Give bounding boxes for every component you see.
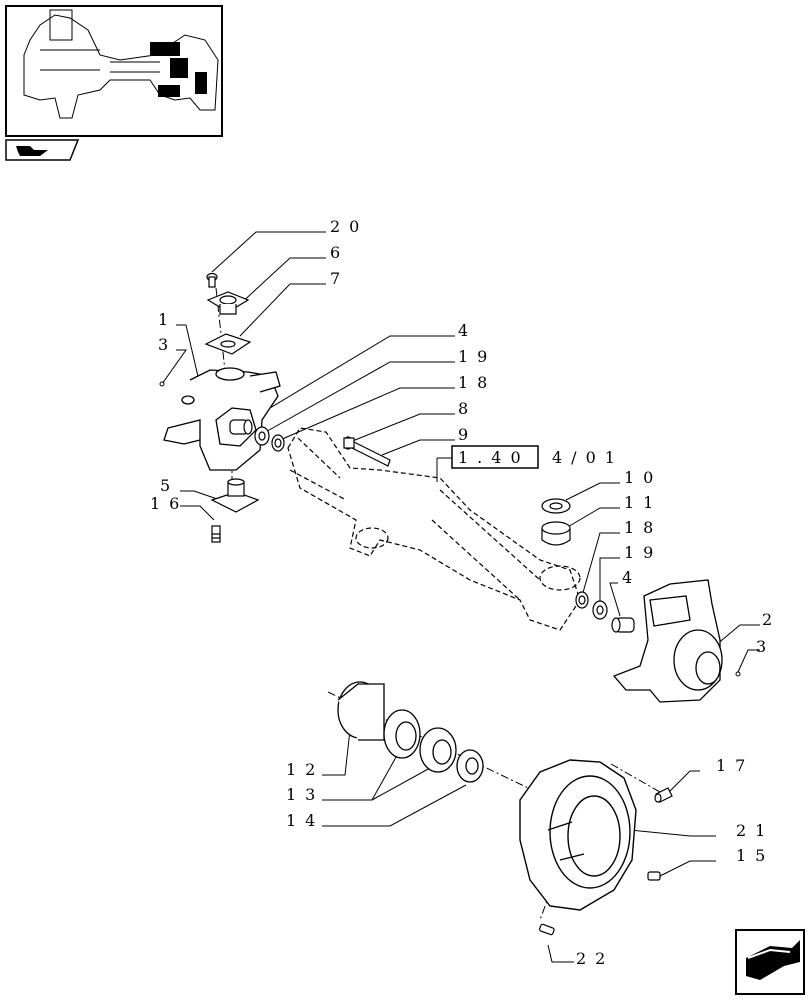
axle-housing-dashed — [287, 427, 581, 631]
steering-knuckle-left — [163, 367, 281, 471]
callout-18-left: 18 — [458, 373, 496, 392]
callout-13: 13 — [286, 785, 324, 804]
callout-22: 22 — [576, 949, 614, 968]
callout-21: 21 — [736, 821, 774, 840]
callout-9: 9 — [458, 425, 477, 444]
seal-19-left — [254, 426, 270, 446]
reference-box-label: 1.40 — [458, 448, 530, 467]
axle-overview-thumbnail[interactable] — [5, 5, 223, 137]
callout-15: 15 — [736, 846, 774, 865]
callout-5: 5 — [160, 476, 179, 495]
callout-1: 1 — [158, 310, 177, 329]
callout-18-right: 18 — [624, 518, 662, 537]
shim-7 — [204, 333, 252, 355]
pin-22 — [539, 923, 555, 936]
callout-3-right: 3 — [756, 637, 775, 656]
cap-6 — [206, 291, 250, 315]
callout-20: 20 — [330, 217, 368, 236]
callout-12: 12 — [286, 760, 324, 779]
ring-18-right — [575, 591, 589, 609]
callout-8: 8 — [458, 399, 477, 418]
stud-17 — [654, 787, 673, 803]
callout-17: 17 — [716, 756, 754, 775]
bolt-20 — [206, 272, 218, 288]
callout-6: 6 — [330, 243, 349, 262]
callout-16: 16 — [150, 494, 188, 513]
callout-4-left: 4 — [458, 321, 477, 340]
bushing-4-right — [611, 617, 635, 633]
callout-4-right: 4 — [622, 568, 641, 587]
callout-19-left: 19 — [458, 347, 496, 366]
reference-box[interactable]: 1.40 4/01 — [451, 445, 624, 469]
callout-10: 10 — [624, 468, 662, 487]
lower-cap-5 — [210, 478, 260, 513]
callout-11: 11 — [624, 493, 662, 512]
bearing-13 — [383, 709, 457, 773]
grease-fitting-16 — [211, 525, 221, 543]
bearing-14 — [456, 749, 484, 783]
callout-3-left: 3 — [158, 335, 177, 354]
hub-21 — [519, 759, 637, 911]
seal-12 — [337, 681, 385, 741]
bushing-4-left — [229, 419, 253, 435]
pin-8-and-9 — [343, 436, 391, 467]
steering-knuckle-right — [612, 579, 723, 703]
reference-box-suffix: 4/01 — [552, 448, 624, 467]
callout-14: 14 — [286, 811, 324, 830]
callout-19-right: 19 — [624, 543, 662, 562]
ring-18-left — [271, 434, 285, 452]
manual-book-icon[interactable] — [5, 139, 80, 161]
seal-19-right — [592, 600, 608, 620]
bushing-11 — [541, 521, 571, 546]
ring-10 — [541, 498, 571, 514]
next-page-arrow-icon[interactable] — [735, 929, 805, 995]
callout-2: 2 — [762, 610, 781, 629]
callout-7: 7 — [330, 269, 349, 288]
bolt-15 — [647, 871, 661, 881]
